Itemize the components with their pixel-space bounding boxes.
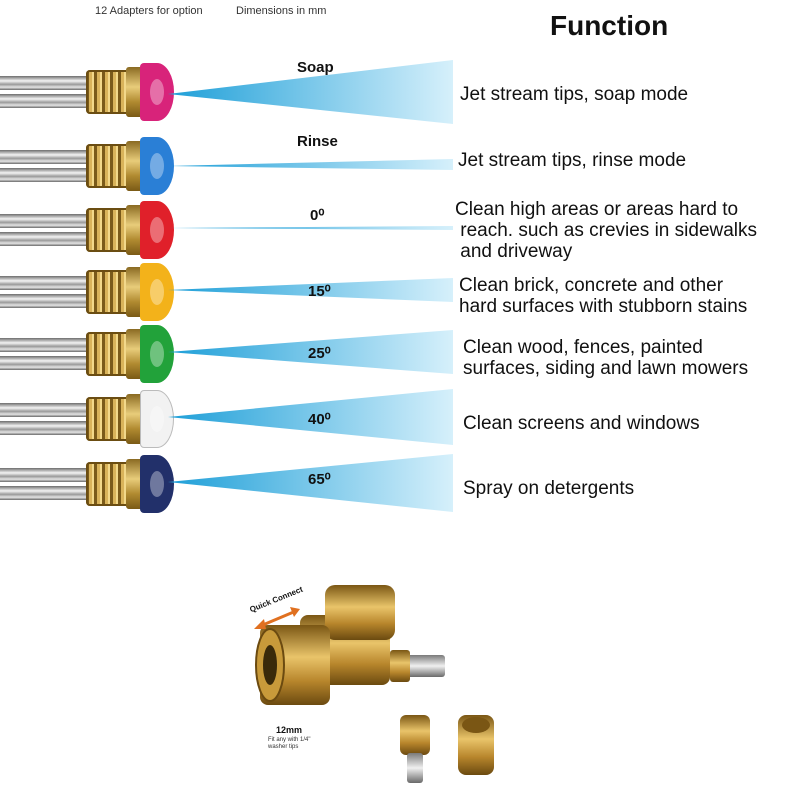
brass-coupler: [86, 459, 146, 509]
nozzle-tip: [140, 63, 174, 121]
spray-fan: [168, 330, 453, 374]
brass-coupler: [86, 267, 146, 317]
lance-rod: [0, 214, 95, 228]
tip-label: 25⁰: [308, 345, 331, 362]
lance-rod: [0, 294, 95, 308]
nozzle-tip: [140, 137, 174, 195]
tip-row-40deg: 40⁰ Clean screens and windows: [0, 385, 800, 449]
tip-description: Clean screens and windows: [463, 413, 700, 434]
spray-fan: [168, 389, 453, 445]
lance-rod: [0, 403, 95, 417]
dimensions-note: Dimensions in mm: [236, 5, 327, 17]
brass-coupler: [86, 394, 146, 444]
lance-rod: [0, 150, 95, 164]
nozzle-tip: [140, 390, 174, 448]
brass-coupler: [86, 141, 146, 191]
fit-note: Fit any with 1/4" washer tips: [268, 737, 311, 750]
tip-row-0deg: 0⁰ Clean high areas or areas hard to rea…: [0, 196, 800, 262]
nozzle-tip: [140, 201, 174, 259]
adapters-note: 12 Adapters for option: [95, 5, 203, 17]
brass-coupler: [86, 205, 146, 255]
tip-description: Jet stream tips, rinse mode: [458, 150, 687, 171]
tip-label: 65⁰: [308, 471, 331, 488]
nozzle-tip: [140, 325, 174, 383]
tip-description: Jet stream tips, soap mode: [460, 84, 689, 105]
nozzle-tip: [140, 263, 174, 321]
tip-label: 40⁰: [308, 411, 331, 428]
function-title: Function: [550, 10, 669, 41]
lance-rod: [0, 76, 95, 90]
tip-label: 15⁰: [308, 283, 331, 300]
lance-rod: [0, 276, 95, 290]
brass-coupler: [86, 329, 146, 379]
lance-rod: [0, 468, 95, 482]
spray-fan: [168, 454, 453, 512]
lance-rod: [0, 486, 95, 500]
spray-fan: [168, 60, 453, 124]
tip-row-rinse: Rinse Jet stream tips, rinse mode: [0, 132, 800, 196]
tip-row-15deg: 15⁰ Clean brick, concrete and other hard…: [0, 258, 800, 322]
spray-fan: [168, 278, 453, 302]
tip-row-65deg: 65⁰ Spray on detergents: [0, 450, 800, 514]
lance-rod: [0, 168, 95, 182]
nozzle-tip: [140, 455, 174, 513]
size-label: 12mm: [276, 725, 303, 735]
tip-description: Clean brick, concrete and other hard sur…: [459, 275, 748, 317]
brass-coupler: [86, 67, 146, 117]
lance-rod: [0, 356, 95, 370]
lance-rod: [0, 94, 95, 108]
tip-description: Clean wood, fences, painted surfaces, si…: [463, 337, 749, 379]
steel-plug: [405, 655, 445, 677]
lance-rod: [0, 421, 95, 435]
tip-row-25deg: 25⁰ Clean wood, fences, painted surfaces…: [0, 320, 800, 384]
tip-description: Clean high areas or areas hard to reach.…: [455, 199, 758, 262]
tip-label: Rinse: [297, 133, 338, 150]
tip-label: 0⁰: [310, 207, 325, 224]
lance-rod: [0, 232, 95, 246]
quick-connect-adapter: Quick Connect 12mm Fit any with 1/4" was…: [230, 575, 530, 795]
lance-rod: [0, 338, 95, 352]
tip-row-soap: Soap Jet stream tips, soap mode: [0, 58, 800, 124]
spray-fan: [168, 159, 453, 170]
spray-fan: [168, 226, 453, 230]
tip-label: Soap: [297, 59, 334, 76]
tip-description: Spray on detergents: [463, 478, 635, 499]
